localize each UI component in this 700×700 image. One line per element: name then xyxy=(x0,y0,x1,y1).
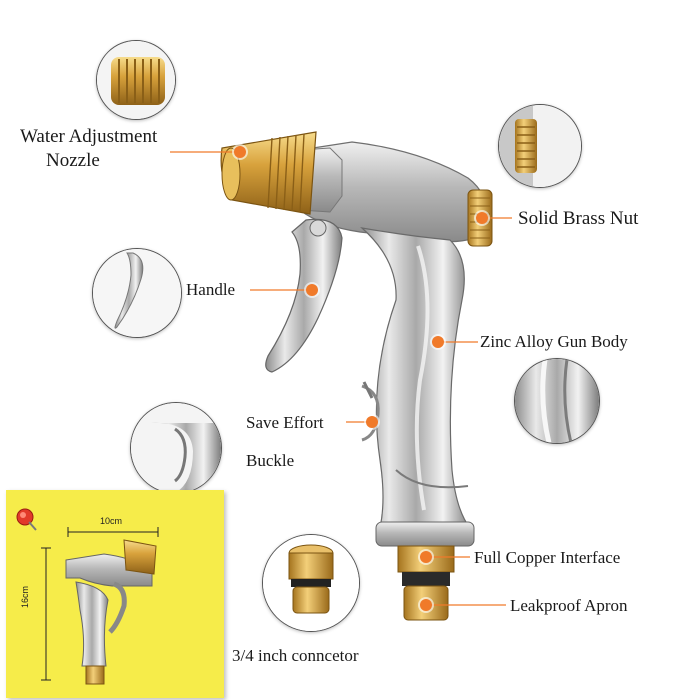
callout-dot-buckle xyxy=(366,416,378,428)
label-solid-brass-nut: Solid Brass Nut xyxy=(518,208,639,229)
label-nozzle: Nozzle xyxy=(46,150,100,171)
detail-circle-brass-nut xyxy=(498,104,582,188)
detail-circle-nozzle xyxy=(96,40,176,120)
callout-dot-gun-body xyxy=(432,336,444,348)
size-width-label: 10cm xyxy=(100,516,123,526)
label-zinc-alloy: Zinc Alloy Gun Body xyxy=(480,332,628,351)
callout-dot-leakproof-apron xyxy=(420,599,432,611)
label-water-adjustment: Water Adjustment xyxy=(20,126,158,147)
label-buckle: Buckle xyxy=(246,451,295,470)
callout-dot-copper-interface xyxy=(420,551,432,563)
detail-circle-buckle xyxy=(130,402,222,494)
label-leakproof: Leakproof Apron xyxy=(510,596,628,615)
detail-circle-gun-body xyxy=(514,358,600,444)
detail-circle-connector xyxy=(262,534,360,632)
size-height-label: 16cm xyxy=(20,585,30,608)
label-handle: Handle xyxy=(186,280,236,299)
detail-circle-handle xyxy=(92,248,182,338)
label-connector: 3/4 inch conncetor xyxy=(232,646,359,665)
callout-dot-nozzle xyxy=(234,146,246,158)
label-save-effort: Save Effort xyxy=(246,413,324,432)
pushpin-icon xyxy=(14,506,40,532)
callout-dot-handle xyxy=(306,284,318,296)
size-reference-card: 10cm 16cm xyxy=(6,490,224,698)
callout-dot-brass-nut xyxy=(476,212,488,224)
label-full-copper: Full Copper Interface xyxy=(474,548,621,567)
